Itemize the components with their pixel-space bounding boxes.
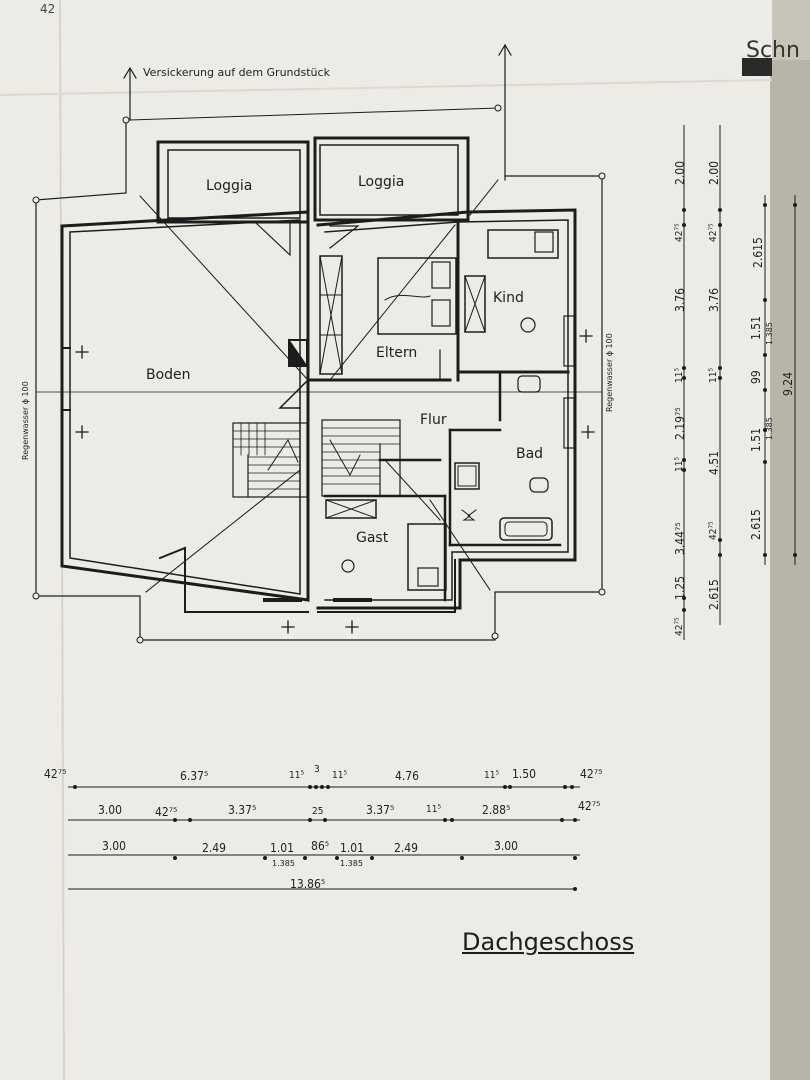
dim-col3-4: 1.51 (749, 428, 763, 452)
dim-col2-6: 2.615 (707, 579, 721, 610)
dim-row2-6: 2.88⁵ (482, 803, 510, 817)
dim-row3-6: 1.385 (340, 859, 363, 868)
dim-row2-3: 25 (312, 806, 323, 817)
dim-row3-1: 2.49 (202, 841, 226, 855)
room-label-bad: Bad (516, 446, 543, 462)
dim-col3-3: 99 (749, 370, 763, 384)
dim-row2-5: 11⁵ (426, 804, 441, 815)
dim-col1-1: 42⁷⁵ (674, 223, 685, 242)
dim-row1-6: 11⁵ (484, 770, 499, 781)
dim-row1-4: 11⁵ (332, 770, 347, 781)
dim-col1-7: 1.25 (673, 576, 687, 600)
dim-col3-2: 1.385 (765, 322, 774, 345)
dim-row1-0: 42⁷⁵ (44, 767, 66, 781)
paper (0, 0, 775, 1080)
corner-mark: 42 (40, 2, 56, 16)
dim-row1-7: 1.50 (512, 767, 536, 781)
dim-col1-3: 11⁵ (674, 368, 685, 383)
dim-row1-3: 3 (314, 764, 320, 775)
dim-row3-8: 3.00 (494, 839, 518, 853)
dim-col4-0: 9.24 (781, 372, 795, 396)
room-label-eltern: Eltern (376, 345, 417, 361)
dim-col3-6: 2.615 (749, 509, 763, 540)
dim-col2-5: 42⁷⁵ (708, 521, 719, 540)
dim-row2-0: 3.00 (98, 803, 122, 817)
dim-col2-1: 42⁷⁵ (708, 223, 719, 242)
dim-col1-2: 3.76 (673, 288, 687, 312)
dim-row1-5: 4.76 (395, 769, 419, 783)
room-label-gast: Gast (356, 530, 389, 546)
dim-row2-2: 3.37⁵ (228, 803, 256, 817)
dim-row3-2: 1.01 (270, 841, 294, 855)
dim-col2-4: 4.51 (707, 451, 721, 475)
dim-row1-8: 42⁷⁵ (580, 767, 602, 781)
dim-col3-5: 1.385 (765, 417, 774, 440)
dim-row2-1: 42⁷⁵ (155, 805, 177, 819)
dim-col2-0: 2.00 (707, 161, 721, 185)
dim-row3-4: 86⁵ (311, 839, 329, 853)
dim-col1-0: 2.00 (673, 161, 687, 185)
dim-col1-4: 2.19⁷⁵ (673, 407, 687, 440)
room-label-loggia-right: Loggia (358, 174, 404, 190)
note-drainage: Versickerung auf dem Grundstück (143, 66, 331, 79)
floor-title: Dachgeschoss (462, 928, 635, 956)
note-downpipe-right: Regenwasser ϕ 100 (605, 333, 614, 412)
room-label-loggia-left: Loggia (206, 178, 252, 194)
dim-total: 13.86⁵ (290, 877, 325, 891)
dim-col3-0: 2.615 (751, 237, 765, 268)
dim-row3-7: 2.49 (394, 841, 418, 855)
note-downpipe-left: Regenwasser ϕ 100 (21, 381, 30, 460)
dim-row3-5: 1.01 (340, 841, 364, 855)
room-label-boden: Boden (146, 367, 191, 383)
dim-row3-0: 3.00 (102, 839, 126, 853)
dim-col1-5: 11⁵ (674, 457, 685, 472)
dim-col2-3: 11⁵ (708, 368, 719, 383)
dim-row1-1: 6.37⁵ (180, 769, 208, 783)
dim-row3-3: 1.385 (272, 859, 295, 868)
dim-row1-2: 11⁵ (289, 770, 304, 781)
dim-col2-2: 3.76 (707, 288, 721, 312)
room-label-kind: Kind (493, 290, 524, 306)
dim-row2-4: 3.37⁵ (366, 803, 394, 817)
dim-col1-8: 42⁷⁵ (674, 617, 685, 636)
dim-row2-7: 42⁷⁵ (578, 799, 600, 813)
dim-col1-6: 3.44⁷⁵ (673, 522, 687, 555)
dim-col3-1: 1.51 (749, 316, 763, 340)
edge-mark: Schn (746, 38, 800, 63)
room-label-flur: Flur (420, 412, 447, 428)
